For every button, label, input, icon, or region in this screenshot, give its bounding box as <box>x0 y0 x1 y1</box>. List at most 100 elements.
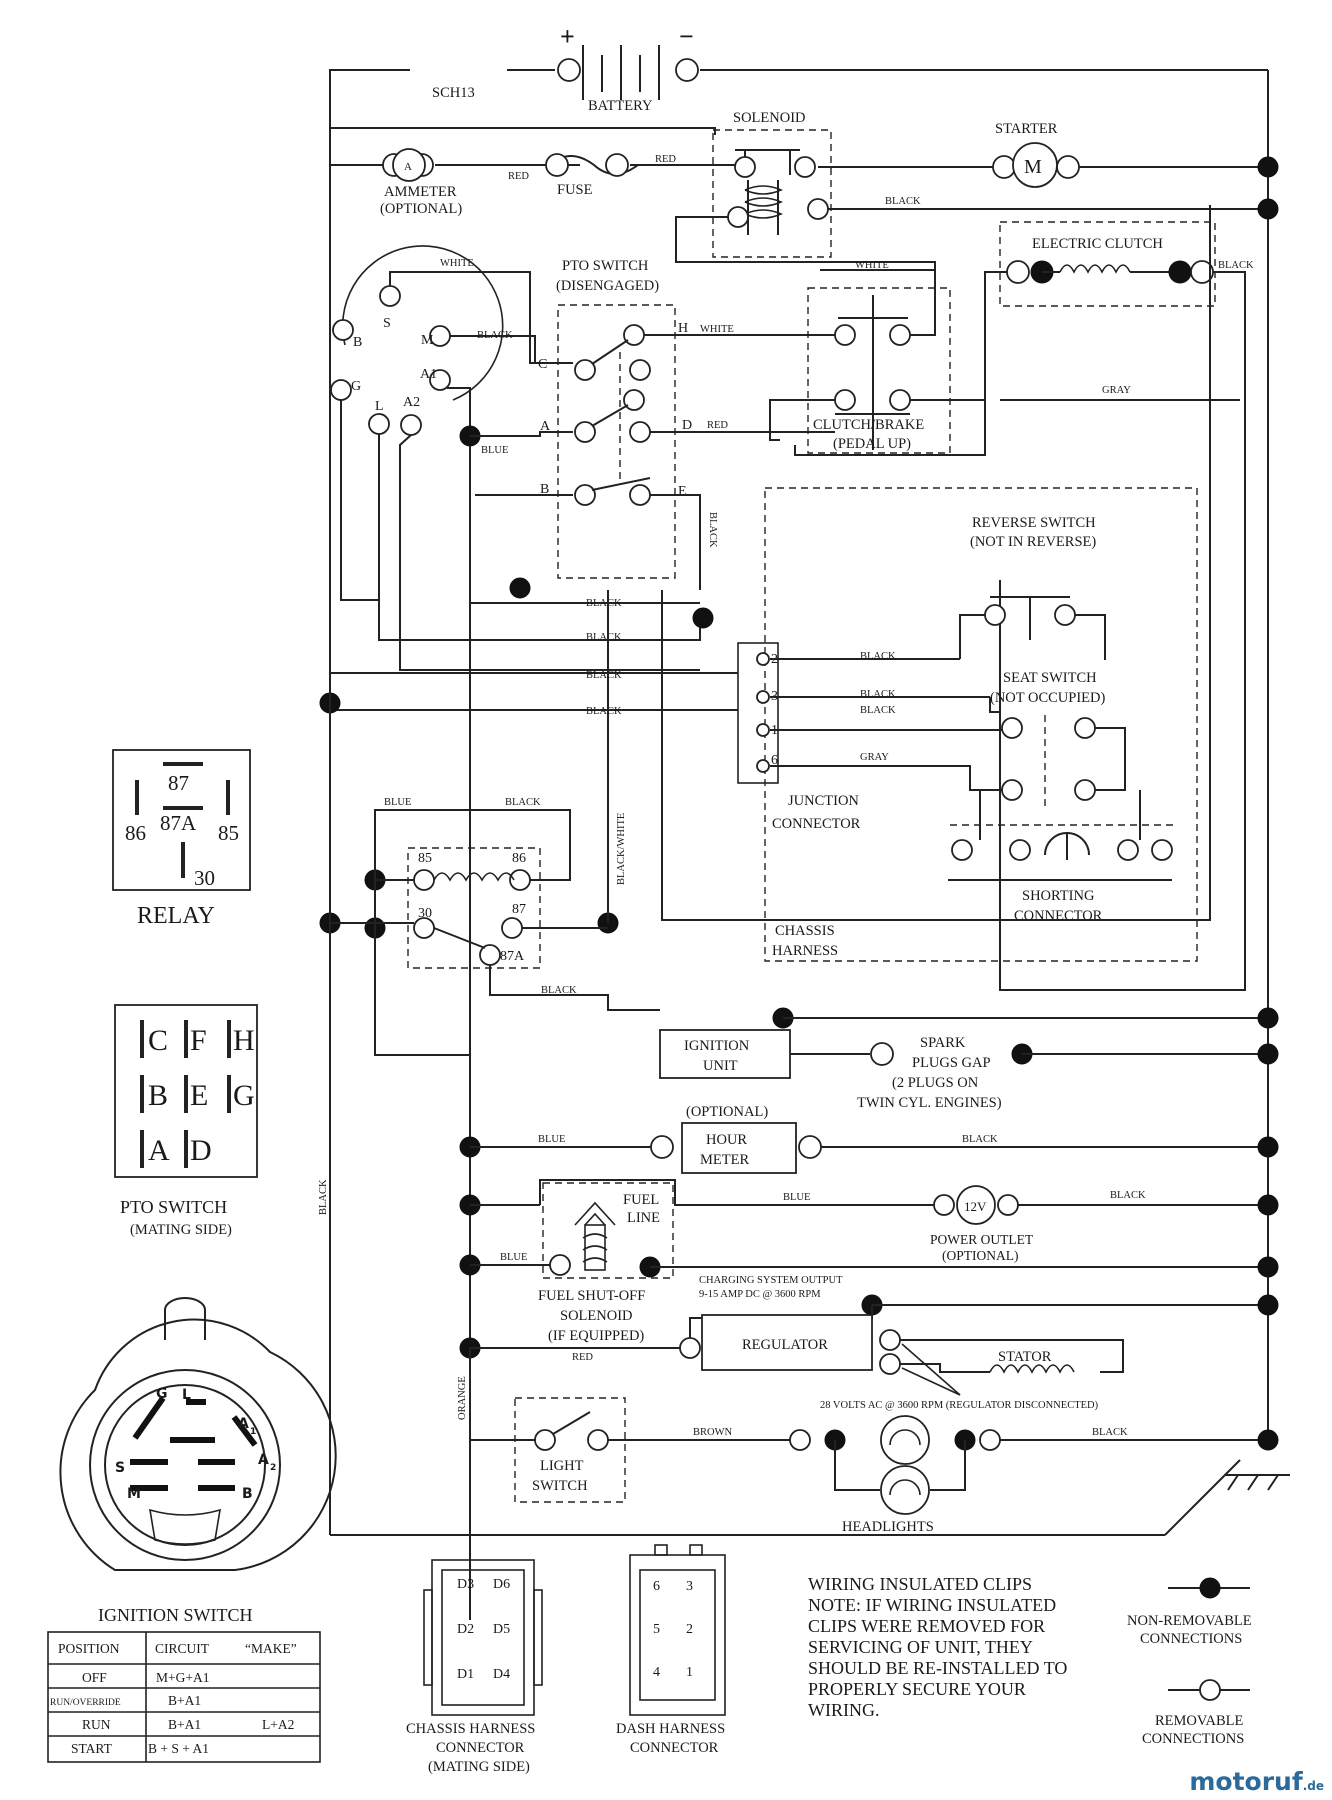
electric-clutch: ELECTRIC CLUTCH BLACK <box>794 221 1254 991</box>
dash-conn-2: CONNECTOR <box>630 1740 719 1756</box>
pto-mating-c: C <box>148 1024 168 1057</box>
watermark-main: motoruf <box>1189 1767 1303 1796</box>
seat-switch-label: SEAT SWITCH <box>1003 670 1097 686</box>
legend-nr-1: NON-REMOVABLE <box>1127 1613 1252 1629</box>
pto-mating-f: F <box>190 1024 207 1057</box>
horizontal-harness-wires: BLACK BLACK BLACK BLACK BLACK BLACK BLAC… <box>319 577 990 767</box>
ignition-unit: IGNITION UNIT SPARK PLUGS GAP (2 PLUGS O… <box>659 1007 1279 1111</box>
wire-blue-outlet: BLUE <box>783 1192 810 1203</box>
starter: M STARTER BLACK <box>675 121 1279 335</box>
electric-clutch-label: ELECTRIC CLUTCH <box>1032 236 1163 252</box>
ammeter-label: AMMETER <box>384 184 457 200</box>
ammeter-symbol: A <box>404 161 412 173</box>
chassis-pin-d4: D4 <box>493 1667 510 1682</box>
wire-black-j2: BLACK <box>860 651 896 662</box>
table-h-position: POSITION <box>58 1641 120 1656</box>
table-r2-make: L+A2 <box>262 1717 294 1732</box>
relay-pin-87: 87 <box>512 902 526 917</box>
ign-face-a1-sub: 1 <box>250 1427 256 1437</box>
sch-code: SCH13 <box>432 85 475 101</box>
table-h-circuit: CIRCUIT <box>155 1641 210 1656</box>
clutch-brake-sub: (PEDAL UP) <box>833 436 911 452</box>
wire-blue-fuel: BLUE <box>500 1252 527 1263</box>
relay-pin-85: 85 <box>418 851 432 866</box>
table-r2-circ: B+A1 <box>168 1717 201 1732</box>
legend-r-1: REMOVABLE <box>1155 1713 1243 1729</box>
wire-red-1: RED <box>508 171 529 182</box>
dash-pin-6: 6 <box>653 1579 660 1594</box>
hour-meter-opt: (OPTIONAL) <box>686 1104 768 1120</box>
table-r0-circ: M+G+A1 <box>156 1670 209 1685</box>
ignition-table: POSITION CIRCUIT “MAKE” OFF M+G+A1 RUN/O… <box>47 1631 321 1763</box>
starter-symbol: M <box>1024 156 1042 178</box>
legend: NON-REMOVABLE CONNECTIONS REMOVABLE CONN… <box>1127 1577 1252 1747</box>
ign-term-b <box>332 319 354 341</box>
pto-term-a: A <box>540 419 551 434</box>
shorting-label-2: CONNECTOR <box>1014 908 1103 924</box>
pto-switch: C A B H D E PTO SWITCH (DISENGAGED) WHIT… <box>475 258 835 590</box>
chassis-pin-d3: D3 <box>457 1577 474 1592</box>
spark-1: SPARK <box>920 1035 966 1051</box>
watermark-suffix: .de <box>1302 1779 1324 1793</box>
regulator: CHARGING SYSTEM OUTPUT 9-15 AMP DC @ 360… <box>459 1275 1279 1411</box>
note-line-1: NOTE: IF WIRING INSULATED <box>808 1595 1056 1615</box>
wire-black-relay-2: BLACK <box>541 985 577 996</box>
pto-mating-d: D <box>190 1134 212 1167</box>
wire-black-h1: BLACK <box>586 598 622 609</box>
ign-term-l <box>368 413 390 435</box>
clutch-brake-label: CLUTCH/BRAKE <box>813 417 924 433</box>
pto-term-e: E <box>678 484 687 499</box>
light-switch-1: LIGHT <box>540 1458 584 1474</box>
wire-black-outlet: BLACK <box>1110 1190 1146 1201</box>
wire-red-2: RED <box>655 154 676 165</box>
wire-red-reg: RED <box>572 1352 593 1363</box>
wire-black-starter: BLACK <box>885 196 921 207</box>
legend-nr-2: CONNECTIONS <box>1140 1631 1242 1647</box>
wire-black-h3: BLACK <box>586 670 622 681</box>
table-r1-circ: B+A1 <box>168 1693 201 1708</box>
ammeter-sub: (OPTIONAL) <box>380 201 462 217</box>
pto-mating-title: PTO SWITCH <box>120 1197 227 1217</box>
relay-diagram-85: 85 <box>218 821 239 845</box>
relay-pin-86: 86 <box>512 851 526 866</box>
wire-blue-relay: BLUE <box>384 797 411 808</box>
seat-switch: SEAT SWITCH (NOT OCCUPIED) SHORTING CONN… <box>948 670 1175 924</box>
note-title: WIRING INSULATED CLIPS <box>808 1574 1032 1594</box>
ign-term-a1 <box>429 369 451 391</box>
dash-pin-2: 2 <box>686 1622 693 1637</box>
battery-minus: − <box>679 22 694 51</box>
stator-label: STATOR <box>998 1349 1052 1365</box>
table-r1-pos: RUN/OVERRIDE <box>50 1698 121 1708</box>
battery-label: BATTERY <box>588 98 653 114</box>
fuse-label: FUSE <box>557 182 593 198</box>
ign-face-a2: A <box>258 1452 269 1468</box>
fuel-solenoid-2: SOLENOID <box>560 1308 633 1324</box>
ign-term-a2 <box>400 414 422 436</box>
relay-diagram-86: 86 <box>125 821 146 845</box>
wire-white-ign: WHITE <box>440 258 474 269</box>
note-line-3: SERVICING OF UNIT, THEY <box>808 1637 1033 1657</box>
ign-label-l: L <box>375 399 384 414</box>
dash-pin-5: 5 <box>653 1622 660 1637</box>
fuel-line-1: FUEL <box>623 1192 659 1208</box>
junction-pin-6: 6 <box>771 753 778 768</box>
power-outlet-symbol: 12V <box>964 1199 987 1214</box>
headlights: BLACK HEADLIGHTS <box>789 1415 1290 1536</box>
spark-4: TWIN CYL. ENGINES) <box>857 1095 1002 1111</box>
spark-3: (2 PLUGS ON <box>892 1075 979 1091</box>
pto-term-h: H <box>678 321 688 336</box>
chassis-pin-d1: D1 <box>457 1667 474 1682</box>
left-black-wire: BLACK <box>318 205 1211 1536</box>
table-r3-circ: B + S + A1 <box>148 1741 209 1756</box>
pto-mating-sub: (MATING SIDE) <box>130 1222 232 1238</box>
legend-r-2: CONNECTIONS <box>1142 1731 1244 1747</box>
relay-diagram-87a: 87A <box>160 811 197 835</box>
wire-brown: BROWN <box>693 1427 733 1438</box>
headlights-label: HEADLIGHTS <box>842 1519 934 1535</box>
pto-switch-label: PTO SWITCH <box>562 258 649 274</box>
pto-term-c: C <box>538 357 547 372</box>
wiring-note: WIRING INSULATED CLIPS NOTE: IF WIRING I… <box>808 1574 1067 1720</box>
ign-label-b: B <box>353 335 362 350</box>
note-line-2: CLIPS WERE REMOVED FOR <box>808 1616 1045 1636</box>
junction-label-2: CONNECTOR <box>772 816 861 832</box>
